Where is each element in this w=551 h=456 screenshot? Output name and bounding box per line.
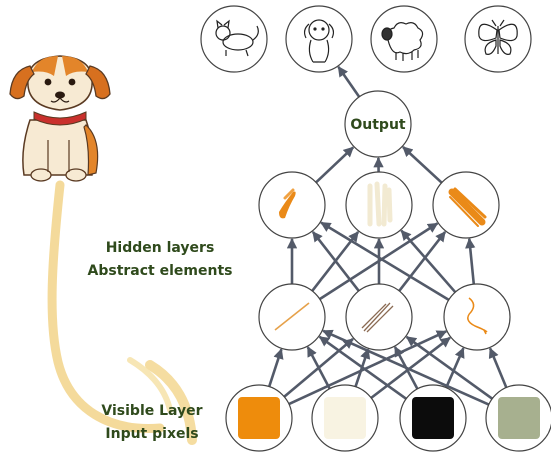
edge-input-0-to-lower-0 [267, 348, 284, 388]
output-class-node-sheep [370, 5, 438, 73]
edge-lower-2-to-upper-2 [465, 237, 476, 285]
cream-brush-stroke [367, 181, 393, 227]
hidden-node-upper-1 [258, 171, 326, 239]
hidden-layers-label: Hidden layers [106, 240, 215, 256]
orange-diagonal-stroke [448, 187, 487, 227]
edge-input-2-to-lower-0 [318, 335, 407, 400]
output-class-node-butterfly [464, 5, 532, 73]
edge-upper-0-to-output [315, 146, 355, 184]
output-class-node-cat [200, 5, 268, 73]
hidden-node-upper-2 [345, 171, 413, 239]
hidden-node-lower-1 [258, 283, 326, 351]
edge-input-3-to-lower-1 [405, 335, 493, 400]
curly-orange-line [467, 297, 488, 335]
input-flow-trail [47, 180, 197, 445]
edge-lower-2-to-upper-1 [400, 229, 457, 294]
edge-input-3-to-lower-0 [322, 329, 490, 406]
edge-input-3-to-lower-2 [488, 347, 508, 388]
sheep-sketch-icon [381, 22, 424, 61]
output-node: Output [344, 90, 412, 158]
sage-pixel [498, 397, 540, 439]
hidden-node-lower-3 [443, 283, 511, 351]
input-node-black [399, 384, 467, 452]
output-label: Output [350, 117, 406, 133]
input-pixels-label: Input pixels [105, 426, 198, 442]
edge-output-to-dog-class [337, 66, 361, 98]
input-node-orange [225, 384, 293, 452]
network-edges [267, 66, 508, 406]
input-node-sage [485, 384, 551, 452]
edge-lower-1-to-upper-2 [398, 231, 447, 292]
black-pixel [412, 397, 454, 439]
butterfly-sketch-icon [478, 19, 518, 55]
cat-sketch-icon [215, 19, 259, 57]
edge-lower-2-to-upper-0 [320, 221, 450, 302]
thin-orange-line [274, 302, 310, 331]
output-class-node-dog [285, 5, 353, 73]
hidden-node-upper-3 [432, 171, 500, 239]
dog-sketch-icon [303, 19, 335, 63]
visible-layer-label: Visible Layer [101, 403, 202, 419]
orange-brush-stroke [279, 188, 296, 219]
input-node-cream [311, 384, 379, 452]
edge-input-0-to-lower-2 [288, 330, 448, 406]
dog-illustration [9, 55, 111, 182]
thin-brown-lines [361, 302, 394, 333]
cream-pixel [324, 397, 366, 439]
edge-input-2-to-lower-2 [445, 347, 465, 389]
edge-lower-1-to-upper-0 [311, 231, 360, 292]
orange-pixel [238, 397, 280, 439]
hidden-node-lower-2 [345, 283, 413, 351]
edge-input-1-to-lower-2 [370, 336, 451, 399]
abstract-elements-label: Abstract elements [88, 263, 233, 279]
edge-upper-2-to-output [402, 146, 443, 184]
edge-input-1-to-lower-0 [306, 346, 331, 390]
